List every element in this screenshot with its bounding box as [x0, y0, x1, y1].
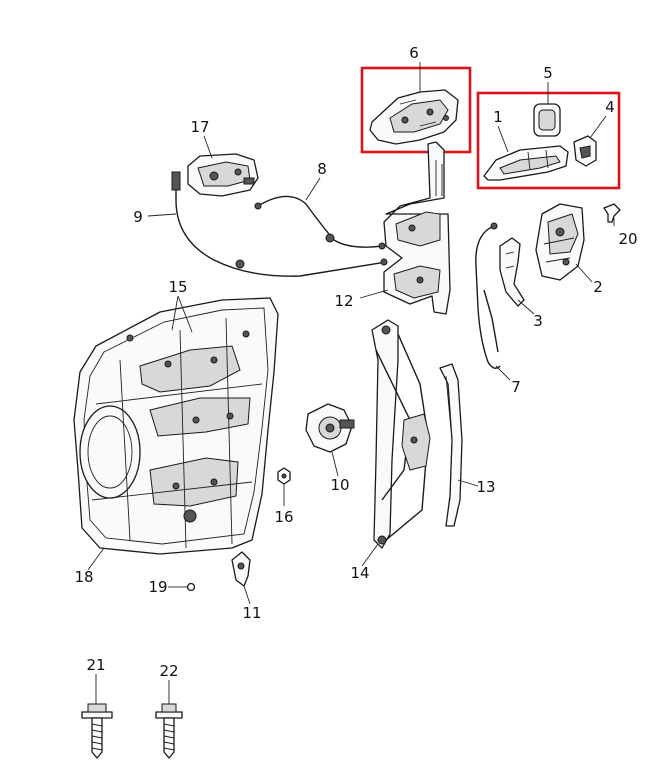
- part-2-door-latch[interactable]: [535, 203, 585, 281]
- part-19-push-pin[interactable]: [183, 582, 196, 592]
- callout-15[interactable]: 15: [168, 278, 187, 296]
- part-16-nut[interactable]: [277, 467, 291, 485]
- part-21-flange-bolt[interactable]: [81, 703, 113, 759]
- highlight-box-part-6[interactable]: [360, 66, 472, 154]
- callout-labels: 6 5 1 4 17 8 9 20 2 12 3 15 7 10 13 16 1…: [74, 44, 637, 680]
- part-5-handle-bezel[interactable]: [533, 103, 561, 137]
- part-9-release-cable[interactable]: [171, 171, 388, 277]
- leader-lines: [87, 62, 615, 704]
- callout-9[interactable]: 9: [133, 208, 143, 226]
- part-4-handle-end-cap[interactable]: [573, 135, 597, 167]
- callout-19[interactable]: 19: [148, 578, 167, 596]
- callout-1[interactable]: 1: [493, 108, 503, 126]
- part-18-door-module-panel[interactable]: [73, 297, 279, 555]
- callout-4[interactable]: 4: [605, 98, 615, 116]
- part-13-glass-run-channel[interactable]: [439, 363, 463, 527]
- callout-20[interactable]: 20: [618, 230, 637, 248]
- callout-11[interactable]: 11: [242, 604, 261, 622]
- callout-22[interactable]: 22: [159, 662, 178, 680]
- part-12-inner-bracket[interactable]: [383, 141, 451, 315]
- callout-12[interactable]: 12: [334, 292, 353, 310]
- part-14-window-regulator[interactable]: [371, 319, 431, 549]
- callout-2[interactable]: 2: [593, 278, 603, 296]
- callout-13[interactable]: 13: [476, 478, 495, 496]
- part-3-latch-shield[interactable]: [499, 237, 525, 307]
- callout-16[interactable]: 16: [274, 508, 293, 526]
- callout-7[interactable]: 7: [511, 378, 521, 396]
- part-6-handle-carrier[interactable]: [369, 89, 459, 145]
- callout-18[interactable]: 18: [74, 568, 93, 586]
- callout-21[interactable]: 21: [86, 656, 105, 674]
- callout-8[interactable]: 8: [317, 160, 327, 178]
- part-10-window-motor[interactable]: [305, 403, 355, 453]
- part-17-latch-actuator[interactable]: [187, 153, 259, 197]
- callout-3[interactable]: 3: [533, 312, 543, 330]
- highlight-box-parts-1-4-5[interactable]: [476, 91, 621, 190]
- callout-5[interactable]: 5: [543, 64, 553, 82]
- callout-17[interactable]: 17: [190, 118, 209, 136]
- part-7-link-rod[interactable]: [475, 222, 501, 369]
- callout-10[interactable]: 10: [330, 476, 349, 494]
- part-8-lock-cable[interactable]: [254, 195, 386, 250]
- part-11-bracket[interactable]: [231, 551, 251, 587]
- part-20-clip[interactable]: [603, 203, 621, 223]
- callout-14[interactable]: 14: [350, 564, 369, 582]
- part-22-flange-bolt[interactable]: [155, 703, 183, 759]
- callout-6[interactable]: 6: [409, 44, 419, 62]
- part-1-exterior-handle[interactable]: [483, 145, 569, 181]
